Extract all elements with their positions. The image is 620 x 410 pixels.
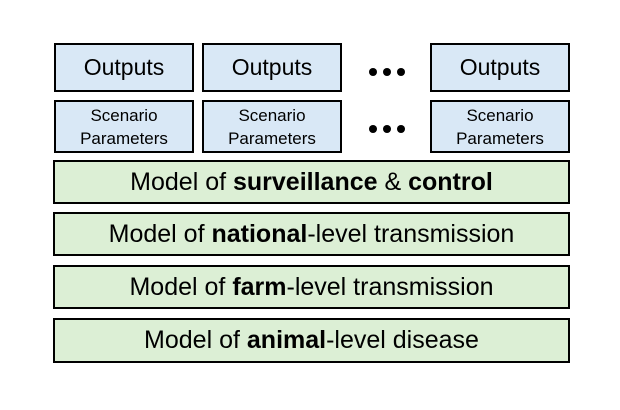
label-segment-bold: surveillance [233, 167, 378, 196]
dot-icon [397, 124, 405, 133]
model-label: Model of farm-level transmission [129, 273, 493, 302]
dot-icon [383, 124, 391, 133]
model-label: Model of national-level transmission [109, 220, 515, 249]
scenario-label-line1: Scenario [90, 105, 158, 125]
model-box-animal: Model of animal-level disease [53, 318, 570, 363]
outputs-label: Outputs [231, 54, 313, 80]
label-segment: Model of [144, 326, 247, 354]
scenario-label-line1: Scenario [466, 105, 534, 125]
scenario-parameters-box-col2: Scenario Parameters [202, 100, 342, 153]
label-segment-bold: national [211, 219, 308, 248]
scenario-parameters-label: Scenario Parameters [228, 104, 316, 150]
label-segment: Model of [130, 167, 233, 196]
ellipsis-dots-scenario-row [369, 102, 405, 155]
model-box-national: Model of national-level transmission [53, 212, 570, 256]
label-segment: Model of [129, 272, 233, 301]
dot-icon [369, 67, 377, 76]
label-segment: Model of [108, 219, 212, 248]
outputs-label: Outputs [83, 54, 165, 80]
scenario-label-line2: Parameters [80, 128, 168, 148]
label-segment: -level transmission [286, 272, 494, 301]
scenario-parameters-box-col1: Scenario Parameters [54, 100, 194, 153]
dot-icon [397, 67, 405, 76]
scenario-parameters-label: Scenario Parameters [80, 104, 168, 150]
outputs-box-col3: Outputs [430, 43, 570, 92]
dot-icon [369, 124, 377, 133]
label-segment-bold: farm [232, 272, 287, 301]
scenario-label-line2: Parameters [228, 128, 316, 148]
label-segment: -level transmission [307, 219, 515, 248]
label-segment: & [377, 167, 409, 196]
label-segment-bold: animal [246, 326, 327, 354]
label-segment-bold: control [408, 167, 493, 196]
dot-icon [383, 67, 391, 76]
model-label: Model of surveillance & control [130, 168, 493, 197]
model-box-farm: Model of farm-level transmission [53, 265, 570, 309]
model-label: Model of animal-level disease [144, 326, 479, 355]
outputs-label: Outputs [459, 54, 541, 80]
ellipsis-dots-outputs-row [369, 47, 405, 96]
scenario-label-line1: Scenario [238, 105, 306, 125]
label-segment: -level disease [326, 326, 479, 354]
model-box-surveillance-control: Model of surveillance & control [53, 160, 570, 204]
outputs-box-col2: Outputs [202, 43, 342, 92]
scenario-parameters-box-col3: Scenario Parameters [430, 100, 570, 153]
outputs-box-col1: Outputs [54, 43, 194, 92]
scenario-label-line2: Parameters [456, 128, 544, 148]
scenario-parameters-label: Scenario Parameters [456, 104, 544, 150]
